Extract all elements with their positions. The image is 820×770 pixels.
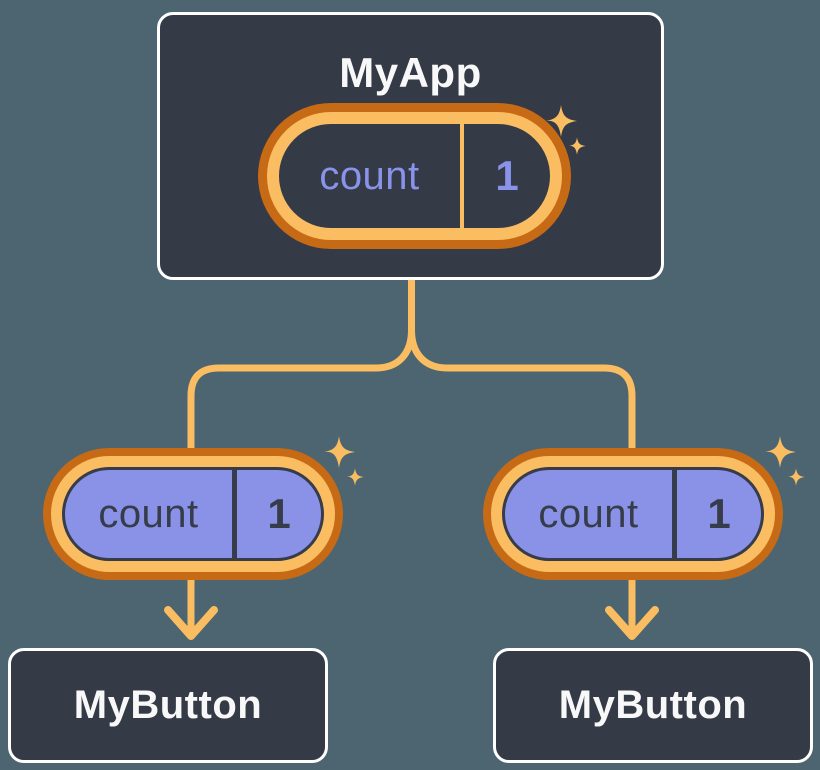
pill-value: 1: [267, 490, 291, 537]
sparkle-icon: [764, 436, 805, 486]
pill-label: count: [319, 153, 420, 198]
sparkle-icon: [323, 436, 364, 486]
node-mybutton-right: MyButton: [493, 648, 813, 763]
connector-branch-right: [408, 326, 636, 466]
pill-label: count: [98, 491, 199, 536]
sparkle-icon: [545, 105, 586, 155]
state-pill-root: count 1: [267, 112, 562, 240]
prop-pill-right: count 1: [491, 456, 775, 572]
prop-pill-left: count 1: [51, 456, 335, 572]
pill-label: count: [538, 491, 639, 536]
node-title: MyApp: [339, 49, 482, 96]
pill-value: 1: [707, 490, 731, 537]
node-title: MyButton: [73, 683, 263, 727]
pill-divider: [232, 470, 237, 558]
node-mybutton-left: MyButton: [8, 648, 328, 763]
connector-branch-left: [187, 326, 415, 466]
arrowhead-left-icon: [164, 606, 218, 640]
pill-divider: [460, 124, 464, 228]
node-title: MyButton: [558, 683, 748, 727]
pill-value: 1: [495, 152, 519, 199]
pill-divider: [672, 470, 677, 558]
arrowhead-right-icon: [605, 606, 659, 640]
